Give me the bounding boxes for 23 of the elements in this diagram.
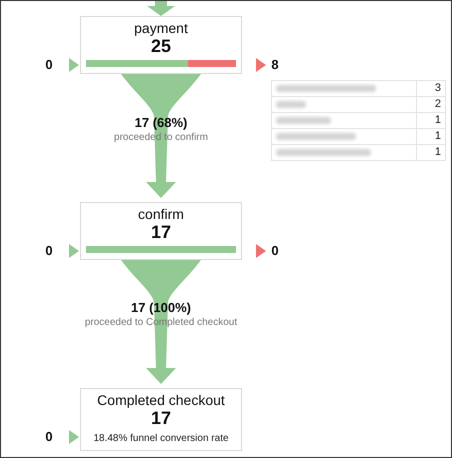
step-name: Completed checkout [96, 392, 226, 408]
exit-count: 2 [434, 97, 442, 112]
step-name: payment [133, 20, 189, 36]
funnel-arrow [121, 260, 201, 384]
step-count: 17 [150, 408, 172, 428]
count-text: 0 [41, 243, 57, 259]
count-text: 8 [267, 57, 283, 73]
funnel-arrow [147, 1, 175, 16]
step-count: 25 [150, 36, 172, 56]
step-name: confirm [137, 206, 185, 222]
exit-count: 1 [434, 129, 442, 144]
exit-count: 1 [434, 145, 442, 160]
exit-count: 1 [434, 113, 442, 128]
exit-count: 3 [434, 81, 442, 96]
count-text: 0 [267, 243, 283, 259]
count-text: 0 [41, 429, 57, 445]
step-box [80, 388, 242, 451]
step-box [80, 202, 242, 260]
funnel-arrow [121, 74, 201, 198]
step-box [80, 16, 242, 74]
step-count: 17 [150, 222, 172, 242]
count-text: 0 [41, 57, 57, 73]
conversion-note: 18.48% funnel conversion rate [92, 432, 230, 445]
